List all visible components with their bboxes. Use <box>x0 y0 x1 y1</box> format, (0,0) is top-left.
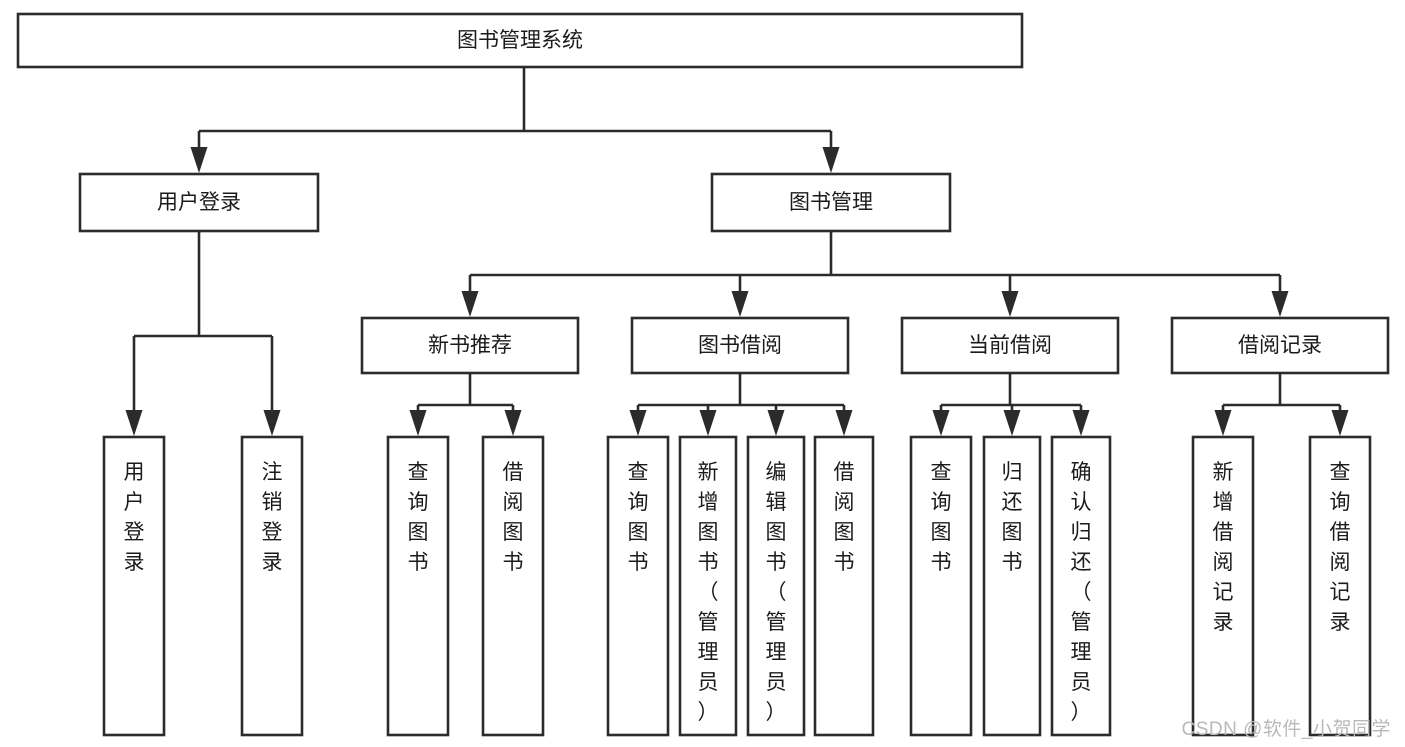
connectors-layer <box>125 67 1349 436</box>
nodes-layer: 图书管理系统用户登录图书管理新书推荐图书借阅当前借阅借阅记录用户登录注销登录查询… <box>16 12 1390 737</box>
node-box[interactable] <box>481 435 545 737</box>
node-leaf-query-book-3[interactable]: 查询图书 <box>909 435 973 737</box>
connector-group-current-borrow <box>932 373 1090 436</box>
node-leaf-confirm-return[interactable]: 确认归还（管理员） <box>1050 435 1112 737</box>
node-label: 归还图书 <box>1002 461 1023 574</box>
node-box[interactable] <box>240 435 304 737</box>
arrow-head-icon <box>822 147 840 173</box>
arrow-head-icon <box>190 147 208 173</box>
arrow-head-icon <box>504 410 522 436</box>
node-book-manage[interactable]: 图书管理 <box>710 172 952 233</box>
arrow-head-icon <box>1214 410 1232 436</box>
node-leaf-add-book[interactable]: 新增图书（管理员） <box>678 435 738 737</box>
node-box[interactable] <box>909 435 973 737</box>
node-label: 图书管理系统 <box>457 29 583 52</box>
arrow-head-icon <box>1331 410 1349 436</box>
node-leaf-logout[interactable]: 注销登录 <box>240 435 304 737</box>
node-borrow-record[interactable]: 借阅记录 <box>1170 316 1390 375</box>
arrow-head-icon <box>263 410 281 436</box>
connector-group-root <box>190 67 840 173</box>
node-box[interactable] <box>606 435 670 737</box>
node-leaf-edit-book[interactable]: 编辑图书（管理员） <box>746 435 806 737</box>
arrow-head-icon <box>1271 291 1289 317</box>
node-box[interactable] <box>1308 435 1372 737</box>
node-label: 查询借阅记录 <box>1330 461 1351 634</box>
arrow-head-icon <box>629 410 647 436</box>
node-label: 新增借阅记录 <box>1213 461 1234 634</box>
node-current-borrow[interactable]: 当前借阅 <box>900 316 1120 375</box>
node-leaf-borrow-book-1[interactable]: 借阅图书 <box>481 435 545 737</box>
node-box[interactable] <box>900 316 1120 375</box>
node-root[interactable]: 图书管理系统 <box>16 12 1024 69</box>
connector-group-new-book-rec <box>409 373 522 436</box>
node-label: 确认归还（管理员） <box>1071 461 1092 724</box>
node-label: 注销登录 <box>262 461 283 574</box>
connector-group-user-login <box>125 231 281 436</box>
node-box[interactable] <box>982 435 1042 737</box>
arrow-head-icon <box>731 291 749 317</box>
node-box[interactable] <box>1050 435 1112 737</box>
node-label: 图书管理 <box>789 191 873 214</box>
node-box[interactable] <box>710 172 952 233</box>
node-box[interactable] <box>386 435 450 737</box>
node-box[interactable] <box>746 435 806 737</box>
arrow-head-icon <box>409 410 427 436</box>
node-box[interactable] <box>78 172 320 233</box>
node-box[interactable] <box>1191 435 1255 737</box>
connector-group-book-manage <box>461 231 1289 317</box>
arrow-head-icon <box>1001 291 1019 317</box>
arrow-head-icon <box>461 291 479 317</box>
node-label: 借阅图书 <box>503 461 524 574</box>
node-leaf-query-book-2[interactable]: 查询图书 <box>606 435 670 737</box>
connector-group-book-borrow <box>629 373 853 436</box>
node-leaf-borrow-book-2[interactable]: 借阅图书 <box>813 435 875 737</box>
arrow-head-icon <box>835 410 853 436</box>
node-box[interactable] <box>813 435 875 737</box>
node-label: 用户登录 <box>124 461 145 574</box>
node-box[interactable] <box>360 316 580 375</box>
node-leaf-user-login[interactable]: 用户登录 <box>102 435 166 737</box>
node-label: 查询图书 <box>931 461 952 574</box>
arrow-head-icon <box>1003 410 1021 436</box>
node-box[interactable] <box>630 316 850 375</box>
node-label: 新书推荐 <box>428 334 512 357</box>
node-label: 图书借阅 <box>698 334 782 357</box>
node-book-borrow[interactable]: 图书借阅 <box>630 316 850 375</box>
node-box[interactable] <box>678 435 738 737</box>
connector-group-borrow-record <box>1214 373 1349 436</box>
arrow-head-icon <box>767 410 785 436</box>
node-user-login[interactable]: 用户登录 <box>78 172 320 233</box>
node-leaf-query-record[interactable]: 查询借阅记录 <box>1308 435 1372 737</box>
arrow-head-icon <box>699 410 717 436</box>
node-box[interactable] <box>16 12 1024 69</box>
node-label: 编辑图书（管理员） <box>766 461 787 724</box>
node-label: 借阅记录 <box>1238 334 1322 357</box>
node-label: 当前借阅 <box>968 334 1052 357</box>
node-label: 查询图书 <box>408 461 429 574</box>
node-new-book-rec[interactable]: 新书推荐 <box>360 316 580 375</box>
node-leaf-return-book[interactable]: 归还图书 <box>982 435 1042 737</box>
arrow-head-icon <box>1072 410 1090 436</box>
node-label: 查询图书 <box>628 461 649 574</box>
node-label: 新增图书（管理员） <box>698 461 719 724</box>
node-box[interactable] <box>102 435 166 737</box>
node-box[interactable] <box>1170 316 1390 375</box>
arrow-head-icon <box>932 410 950 436</box>
node-leaf-query-book-1[interactable]: 查询图书 <box>386 435 450 737</box>
arrow-head-icon <box>125 410 143 436</box>
node-leaf-add-record[interactable]: 新增借阅记录 <box>1191 435 1255 737</box>
node-label: 用户登录 <box>157 191 241 214</box>
node-label: 借阅图书 <box>834 461 855 574</box>
